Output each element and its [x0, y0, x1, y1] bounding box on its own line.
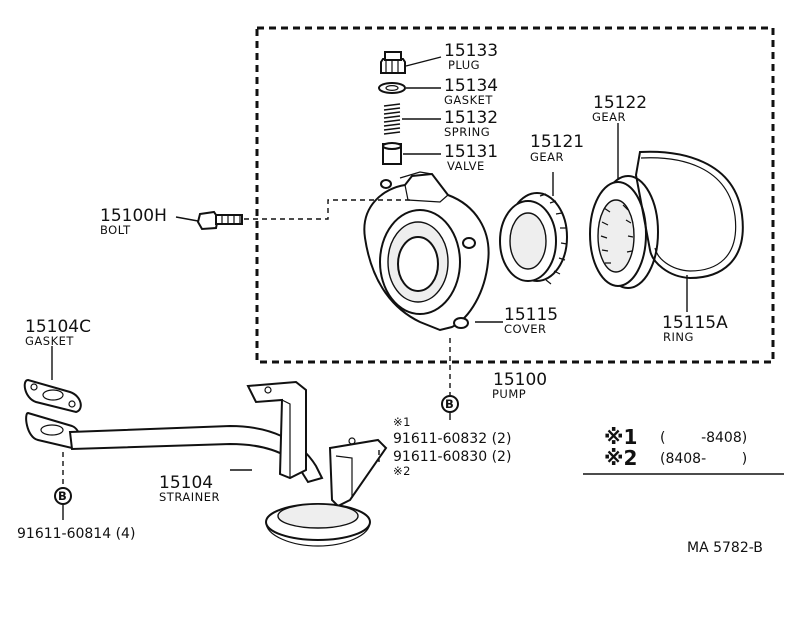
bolt-b-mark1: ※1 [393, 415, 411, 429]
pump-cover-drawing [363, 171, 490, 332]
bolt-name: BOLT [100, 223, 131, 237]
inner-gear-number: 15121 [530, 132, 584, 152]
ring-number: 15115A [662, 313, 728, 333]
bolt-number: 15100H [100, 206, 167, 226]
plug-number: 15133 [444, 41, 498, 61]
outer-gear-number: 15122 [593, 93, 647, 113]
valve-drawing [382, 142, 402, 165]
strainer-gasket-name: GASKET [25, 334, 74, 348]
plug-name: PLUG [448, 58, 480, 72]
plug-drawing [380, 51, 406, 74]
pump-assembly-boundary [255, 26, 775, 364]
pump-number: 15100 [493, 370, 547, 390]
inner-gear-name: GEAR [530, 150, 564, 164]
svg-text:B: B [445, 397, 454, 411]
pump-name: PUMP [492, 387, 526, 401]
spring-name: SPRING [444, 125, 490, 139]
strainer-name: STRAINER [159, 490, 220, 504]
spring-number: 15132 [444, 108, 498, 128]
valve-name: VALVE [447, 159, 485, 173]
gasket-small-drawing [378, 82, 406, 94]
ring-drawing [634, 150, 744, 280]
callout-b-upper: B [441, 395, 459, 413]
diagram-code: MA 5782-B [687, 540, 763, 556]
cover-number: 15115 [504, 305, 558, 325]
spring-drawing [383, 103, 401, 135]
strainer-number: 15104 [159, 473, 213, 493]
legend-range-1: ( -8408) [660, 430, 747, 446]
inner-gear-drawing [499, 192, 568, 285]
gasket-name: GASKET [444, 93, 493, 107]
valve-number: 15131 [444, 142, 498, 162]
bolt-b-part1: 91611-60832 (2) [393, 431, 511, 447]
callout-b-lower: B [54, 487, 72, 505]
strainer-gasket-number: 15104C [25, 317, 91, 337]
legend-range-2: (8408- ) [660, 451, 747, 467]
legend-mark-1: ※1 [604, 425, 637, 449]
outer-gear-name: GEAR [592, 110, 626, 124]
bolt-b-lower-part: 91611-60814 (4) [17, 526, 135, 542]
bolt-b-part2: 91611-60830 (2) [393, 449, 511, 465]
legend-mark-2: ※2 [604, 446, 637, 470]
bolt-drawing [196, 210, 243, 231]
legend: ※1 ( -8408) ※2 (8408- ) [583, 425, 784, 475]
ring-name: RING [663, 330, 694, 344]
bolt-b-mark2: ※2 [393, 464, 411, 478]
cover-name: COVER [504, 322, 547, 336]
outer-gear-drawing [589, 175, 659, 289]
strainer-gasket-drawing [23, 378, 82, 414]
svg-text:B: B [58, 489, 67, 503]
gasket-number: 15134 [444, 76, 498, 96]
strainer-drawing [25, 380, 388, 547]
